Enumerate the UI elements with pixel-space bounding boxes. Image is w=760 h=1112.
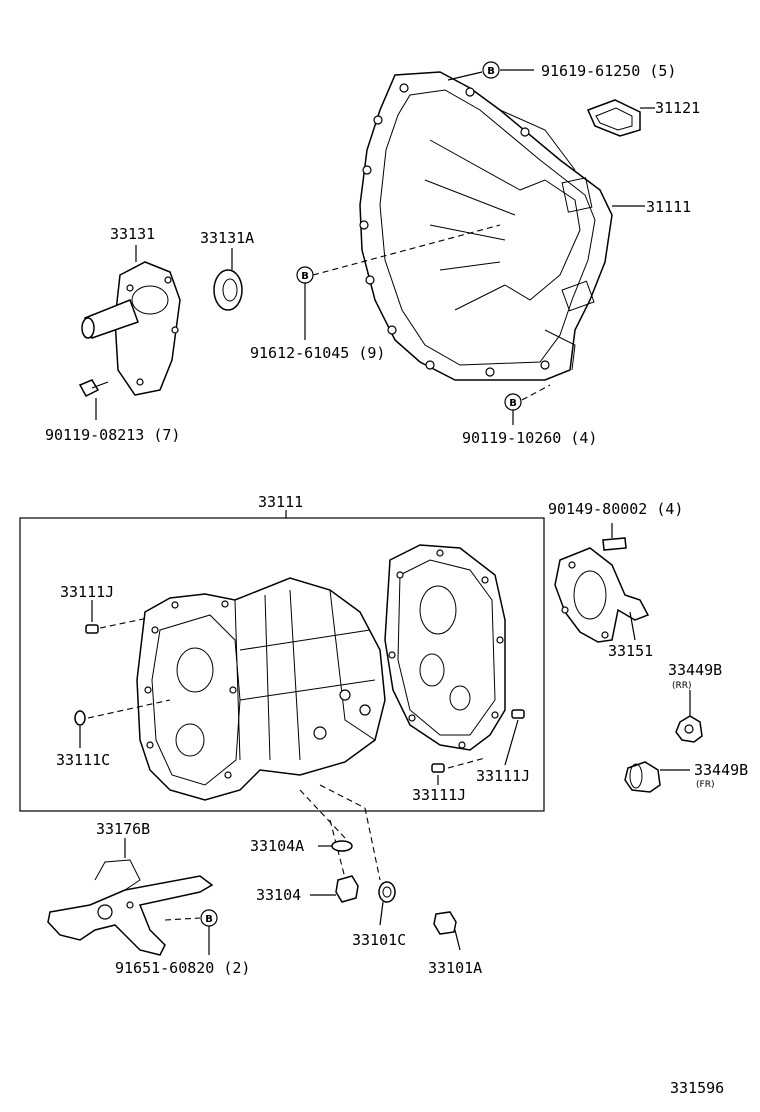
label-90119-08213: 90119-08213 (7) bbox=[45, 426, 180, 444]
label-33131A: 33131A bbox=[200, 229, 254, 247]
cover-31121 bbox=[586, 99, 655, 137]
label-33449B-rr: 33449B bbox=[668, 661, 722, 679]
label-33176B: 33176B bbox=[96, 820, 150, 838]
svg-text:B: B bbox=[509, 398, 517, 409]
bolt-90119-08213 bbox=[78, 379, 109, 420]
bolt-marker: B bbox=[504, 393, 522, 411]
pin-33111J bbox=[431, 763, 445, 773]
bolt-marker: B bbox=[482, 61, 500, 79]
clutch-housing-31111 bbox=[359, 71, 613, 381]
bolt-marker: B bbox=[200, 909, 218, 927]
label-31121: 31121 bbox=[655, 99, 700, 117]
case-plate bbox=[384, 544, 506, 751]
label-91612-61045: 91612-61045 (9) bbox=[250, 344, 385, 362]
label-33101C: 33101C bbox=[352, 931, 406, 949]
transmission-case-33111 bbox=[136, 577, 386, 801]
label-33111J: 33111J bbox=[476, 767, 530, 785]
plug-33101A bbox=[433, 911, 461, 951]
label-33111: 33111 bbox=[258, 493, 303, 511]
label-fr: (FR) bbox=[696, 780, 714, 790]
label-33131: 33131 bbox=[110, 225, 155, 243]
gasket-33101C bbox=[378, 881, 396, 926]
gear-33449B-fr bbox=[624, 761, 690, 793]
bearing-retainer-33131 bbox=[81, 245, 181, 396]
svg-text:B: B bbox=[487, 66, 495, 77]
label-33111C: 33111C bbox=[56, 751, 110, 769]
plug-33111C bbox=[74, 710, 86, 726]
plug-33104 bbox=[310, 875, 359, 903]
label-91651-60820: 91651-60820 (2) bbox=[115, 959, 250, 977]
diagram-id: 331596 bbox=[670, 1079, 724, 1097]
label-33104: 33104 bbox=[256, 886, 301, 904]
label-91619-61250: 91619-61250 (5) bbox=[541, 62, 676, 80]
label-33111J: 33111J bbox=[60, 583, 114, 601]
label-90119-10260: 90119-10260 (4) bbox=[462, 429, 597, 447]
pin-33111J bbox=[511, 709, 525, 719]
svg-text:B: B bbox=[205, 914, 213, 925]
label-33449B-fr: 33449B bbox=[694, 761, 748, 779]
label-90149-80002: 90149-80002 (4) bbox=[548, 500, 683, 518]
label-33111J: 33111J bbox=[412, 786, 466, 804]
label-33104A: 33104A bbox=[250, 837, 304, 855]
bolt-90149-80002 bbox=[602, 523, 627, 551]
label-33151: 33151 bbox=[608, 642, 653, 660]
svg-text:B: B bbox=[301, 271, 309, 282]
gasket-33104A bbox=[318, 840, 353, 852]
bolt-marker: B bbox=[296, 266, 314, 284]
label-rr: (RR) bbox=[672, 681, 692, 691]
gear-33449B-rr bbox=[675, 690, 703, 743]
oil-seal-33131A bbox=[213, 248, 243, 311]
assembly-box-33111 bbox=[19, 517, 545, 812]
lever-33176B bbox=[47, 838, 214, 956]
extension-housing-33151 bbox=[554, 547, 650, 643]
pin-33111J bbox=[85, 624, 99, 634]
label-33101A: 33101A bbox=[428, 959, 482, 977]
label-31111: 31111 bbox=[646, 198, 691, 216]
